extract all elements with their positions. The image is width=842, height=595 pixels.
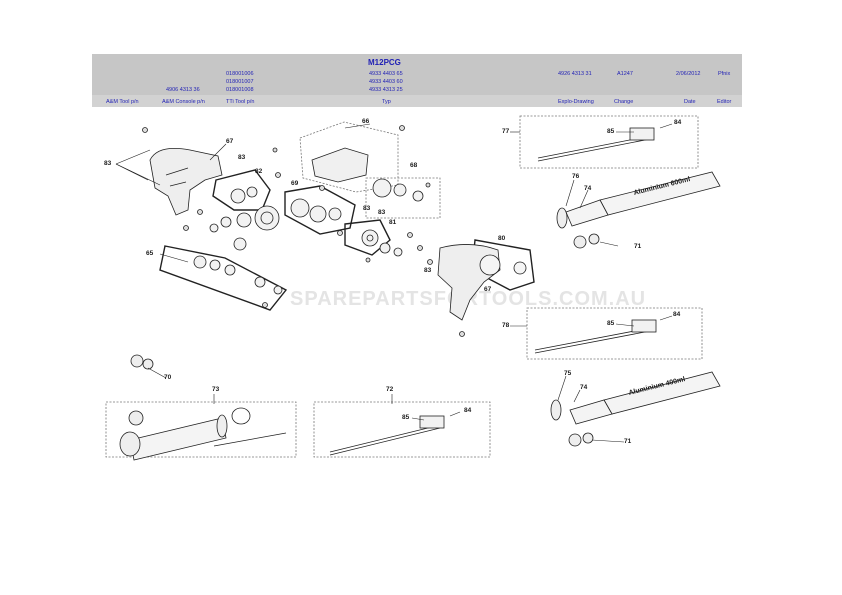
plunger-rod-77 <box>537 127 655 162</box>
callout-78: 78 <box>502 322 510 329</box>
motor-bracket <box>311 147 369 183</box>
callout-84: 84 <box>673 311 681 318</box>
col-am-console: A&M Console p/n <box>162 99 205 105</box>
model-title: M12PCG <box>368 58 401 67</box>
housing-right-boss <box>479 254 501 276</box>
callout-83: 83 <box>363 205 371 212</box>
callout-82: 82 <box>255 168 263 175</box>
screws <box>142 125 465 337</box>
plunger-rod-78 <box>534 319 657 354</box>
callout-67: 67 <box>484 286 492 293</box>
date-value: 2/06/2012 <box>676 71 701 77</box>
column-header-bar <box>92 95 742 107</box>
tube-400ml <box>550 371 721 425</box>
tti-pn-1: 018001006 <box>226 71 254 77</box>
callout-74: 74 <box>584 185 592 192</box>
group-outline-65 <box>159 245 288 311</box>
col-change: Change <box>614 99 634 105</box>
leader-lines <box>115 123 673 443</box>
callout-85: 85 <box>402 414 410 421</box>
tti-pn-3: 018001008 <box>226 87 254 93</box>
callout-73: 73 <box>212 386 220 393</box>
tube-600ml <box>556 171 721 229</box>
col-editor: Editor <box>717 99 732 105</box>
callout-84: 84 <box>464 407 472 414</box>
group-box-72 <box>313 401 491 458</box>
housing-left <box>149 147 223 216</box>
callout-77: 77 <box>502 128 510 135</box>
plunger-rod-72 <box>329 415 445 456</box>
header-block <box>92 54 742 95</box>
gear-components <box>193 178 424 295</box>
explo-drawing-value: 4926 4313 31 <box>558 71 592 77</box>
group-box-68 <box>365 177 441 219</box>
col-date: Date <box>684 99 696 105</box>
callout-80: 80 <box>498 235 506 242</box>
col-am-tool: A&M Tool p/n <box>106 99 139 105</box>
tti-pn-2: 018001007 <box>226 79 254 85</box>
housing-detail <box>165 167 189 187</box>
typ-3: 4933 4313 25 <box>369 87 403 93</box>
editor-value: Pfnix <box>718 71 731 77</box>
callout-75: 75 <box>564 370 572 377</box>
callout-81: 81 <box>389 219 397 226</box>
group-box-78 <box>526 307 703 360</box>
change-value: A1247 <box>617 71 633 77</box>
typ-1: 4933 4403 65 <box>369 71 403 77</box>
callout-65: 65 <box>146 250 154 257</box>
callout-68: 68 <box>410 162 418 169</box>
am-console-pn: 4906 4313 36 <box>166 87 200 93</box>
typ-2: 4933 4403 60 <box>369 79 403 85</box>
callout-74: 74 <box>580 384 588 391</box>
callout-70: 70 <box>164 374 172 381</box>
caps <box>130 233 600 447</box>
col-explo: Explo-Drawing <box>558 99 594 105</box>
callout-83: 83 <box>378 209 386 216</box>
callout-85: 85 <box>607 320 615 327</box>
callout-69: 69 <box>291 180 299 187</box>
callout-83: 83 <box>104 160 112 167</box>
callout-85: 85 <box>607 128 615 135</box>
callout-72: 72 <box>386 386 394 393</box>
callout-76: 76 <box>572 173 580 180</box>
callout-83: 83 <box>238 154 246 161</box>
callout-66: 66 <box>362 118 370 125</box>
callout-84: 84 <box>674 119 682 126</box>
group-box-73 <box>105 401 297 458</box>
group-box-77 <box>519 115 699 169</box>
col-typ: Typ <box>382 99 391 105</box>
callout-83: 83 <box>424 267 432 274</box>
callout-71: 71 <box>624 438 632 445</box>
cartridge-holder-73 <box>119 407 287 461</box>
col-tti-tool: TTi Tool p/n <box>226 99 255 105</box>
callout-71: 71 <box>634 243 642 250</box>
callout-67: 67 <box>226 138 234 145</box>
